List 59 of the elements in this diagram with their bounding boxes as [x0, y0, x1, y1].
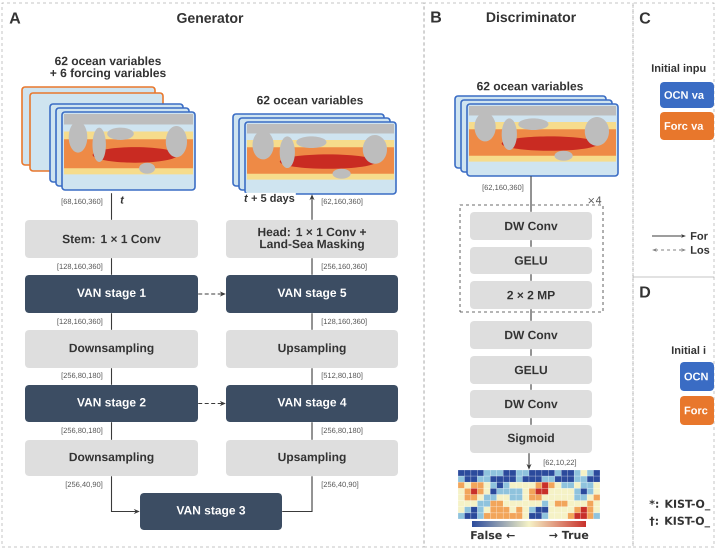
stage-box: VAN stage 5: [226, 275, 398, 313]
panel-letter: D: [640, 286, 650, 298]
panel-letter: B: [431, 12, 442, 22]
colorbar-label: False ←: [471, 530, 515, 540]
connector-line: [110, 422, 112, 440]
connector-line: [282, 476, 313, 512]
layer-box: GELU: [470, 247, 592, 274]
footnote-text: *: KIST-O_: [649, 500, 710, 510]
panel-title: Generator: [177, 13, 244, 23]
connector-line: [530, 176, 532, 212]
stage-box: VAN stage 3: [140, 493, 282, 530]
layer-box: Upsampling: [226, 330, 398, 368]
connector-line: [311, 313, 313, 330]
legend-text: For: [690, 232, 708, 240]
legend-text: Los: [690, 246, 710, 254]
layer-box: GELU: [470, 356, 592, 384]
connector-line: [530, 240, 532, 247]
footnote-text: †: KIST-O_: [650, 516, 710, 528]
layer-box: DW Conv: [470, 321, 592, 349]
heading-text: 62 ocean variables: [477, 82, 583, 90]
layer-box: 2 × 2 MP: [470, 281, 592, 309]
variable-box: OCN: [680, 362, 714, 391]
colorbar-label: → True: [549, 530, 588, 540]
heatmap-drawing: [458, 470, 600, 520]
layer-box: Downsampling: [25, 440, 198, 476]
connector-line: [311, 258, 313, 275]
variable-box: Forc va: [660, 112, 714, 140]
layer-box: Downsampling: [25, 330, 198, 368]
edge-label: t: [119, 195, 125, 205]
heading-text: 62 ocean variables: [257, 96, 363, 104]
heading-text: Initial i: [672, 346, 706, 354]
variable-box: OCN va: [660, 82, 714, 108]
connector-line: [110, 193, 112, 220]
connector-line: [530, 418, 532, 425]
layer-box: Upsampling: [226, 440, 398, 476]
connector-line: [530, 309, 532, 321]
stage-box: VAN stage 2: [25, 385, 198, 422]
layer-box: DW Conv: [470, 390, 592, 418]
panel-letter: A: [10, 12, 20, 24]
connector-line: [110, 368, 112, 385]
edge-label: t + 5 days: [242, 192, 296, 206]
repeat-count: ×4: [588, 196, 602, 204]
connector-line: [110, 313, 112, 330]
heading-text: 62 ocean variables + 6 forcing variables: [50, 56, 166, 80]
panel-title: Discriminator: [486, 12, 576, 22]
layer-box: Head: 1 × 1 Conv + Land-Sea Masking: [226, 220, 398, 258]
connector-line: [530, 349, 532, 356]
layer-box: DW Conv: [470, 212, 592, 240]
stage-box: VAN stage 1: [25, 275, 198, 313]
stage-box: VAN stage 4: [226, 385, 398, 422]
connector-line: [311, 422, 313, 440]
connector-line: [110, 258, 112, 275]
connector-line: [311, 368, 313, 385]
layer-box: Sigmoid: [470, 425, 592, 453]
connector-line: [530, 274, 532, 281]
variable-box: Forc: [680, 396, 714, 425]
panel-letter: C: [640, 12, 650, 24]
layer-box: Stem: 1 × 1 Conv: [25, 220, 198, 258]
connector-line: [530, 384, 532, 390]
